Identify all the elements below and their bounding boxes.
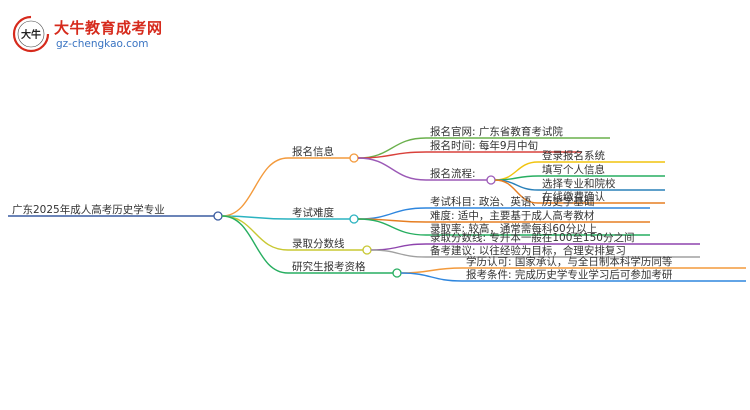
leaf-connector-1-2	[357, 218, 427, 236]
step-connector-1	[494, 175, 539, 181]
logo-badge-icon: 大牛	[12, 15, 50, 53]
leaf-connector-3-0	[400, 267, 463, 274]
leaf-knob-0-2[interactable]	[486, 175, 496, 185]
branch-connector-3	[221, 215, 289, 274]
leaf-label-2-0: 录取分数线: 专升本一般在100至150分之间	[430, 231, 634, 244]
leaf-label-1-1: 难度: 适中，主要基于成人高考教材	[430, 209, 595, 222]
leaf-connector-2-1	[370, 249, 427, 258]
branch-knob-2[interactable]	[362, 245, 372, 255]
branch-knob-0[interactable]	[349, 153, 359, 163]
branch-label-0: 报名信息	[292, 145, 334, 158]
branch-label-1: 考试难度	[292, 206, 334, 219]
leaf-connector-0-1	[357, 151, 427, 159]
leaf-label-0-2: 报名流程:	[430, 167, 476, 180]
leaf-label-3-1: 报考条件: 完成历史学专业学习后可参加考研	[466, 268, 673, 281]
step-label-2: 选择专业和院校	[542, 177, 616, 190]
root-node-knob[interactable]	[213, 211, 223, 221]
branch-connector-1	[221, 215, 289, 220]
logo-title: 大牛教育成考网	[54, 19, 163, 37]
step-label-3: 在线缴费确认	[542, 190, 605, 203]
logo-badge-text: 大牛	[21, 28, 41, 41]
leaf-label-0-1: 报名时间: 每年9月中旬	[430, 139, 538, 152]
step-label-0: 登录报名系统	[542, 149, 605, 162]
leaf-connector-0-2	[357, 157, 427, 181]
leaf-connector-3-1	[400, 272, 463, 282]
leaf-connector-1-0	[357, 207, 427, 220]
logo-url: gz-chengkao.com	[56, 38, 149, 50]
leaf-label-2-1: 备考建议: 以往经验为目标，合理安排复习	[430, 244, 626, 257]
leaf-label-1-2: 录取率: 较高，通常需每科60分以上	[430, 222, 597, 235]
root-node-label: 广东2025年成人高考历史学专业	[12, 203, 165, 216]
branch-connector-0	[221, 157, 289, 217]
branch-label-2: 录取分数线	[292, 237, 345, 250]
branch-label-3: 研究生报考资格	[292, 260, 366, 273]
step-label-1: 填写个人信息	[542, 163, 605, 176]
branch-knob-1[interactable]	[349, 214, 359, 224]
site-logo[interactable]: 大牛 大牛教育成考网 gz-chengkao.com	[12, 14, 162, 58]
leaf-connector-2-0	[370, 243, 427, 251]
branch-knob-3[interactable]	[392, 268, 402, 278]
step-connector-3	[494, 179, 539, 204]
leaf-label-1-0: 考试科目: 政治、英语、历史学基础	[430, 195, 594, 208]
leaf-label-0-0: 报名官网: 广东省教育考试院	[430, 125, 563, 138]
leaf-label-3-0: 学历认可: 国家承认，与全日制本科学历同等	[466, 255, 673, 268]
